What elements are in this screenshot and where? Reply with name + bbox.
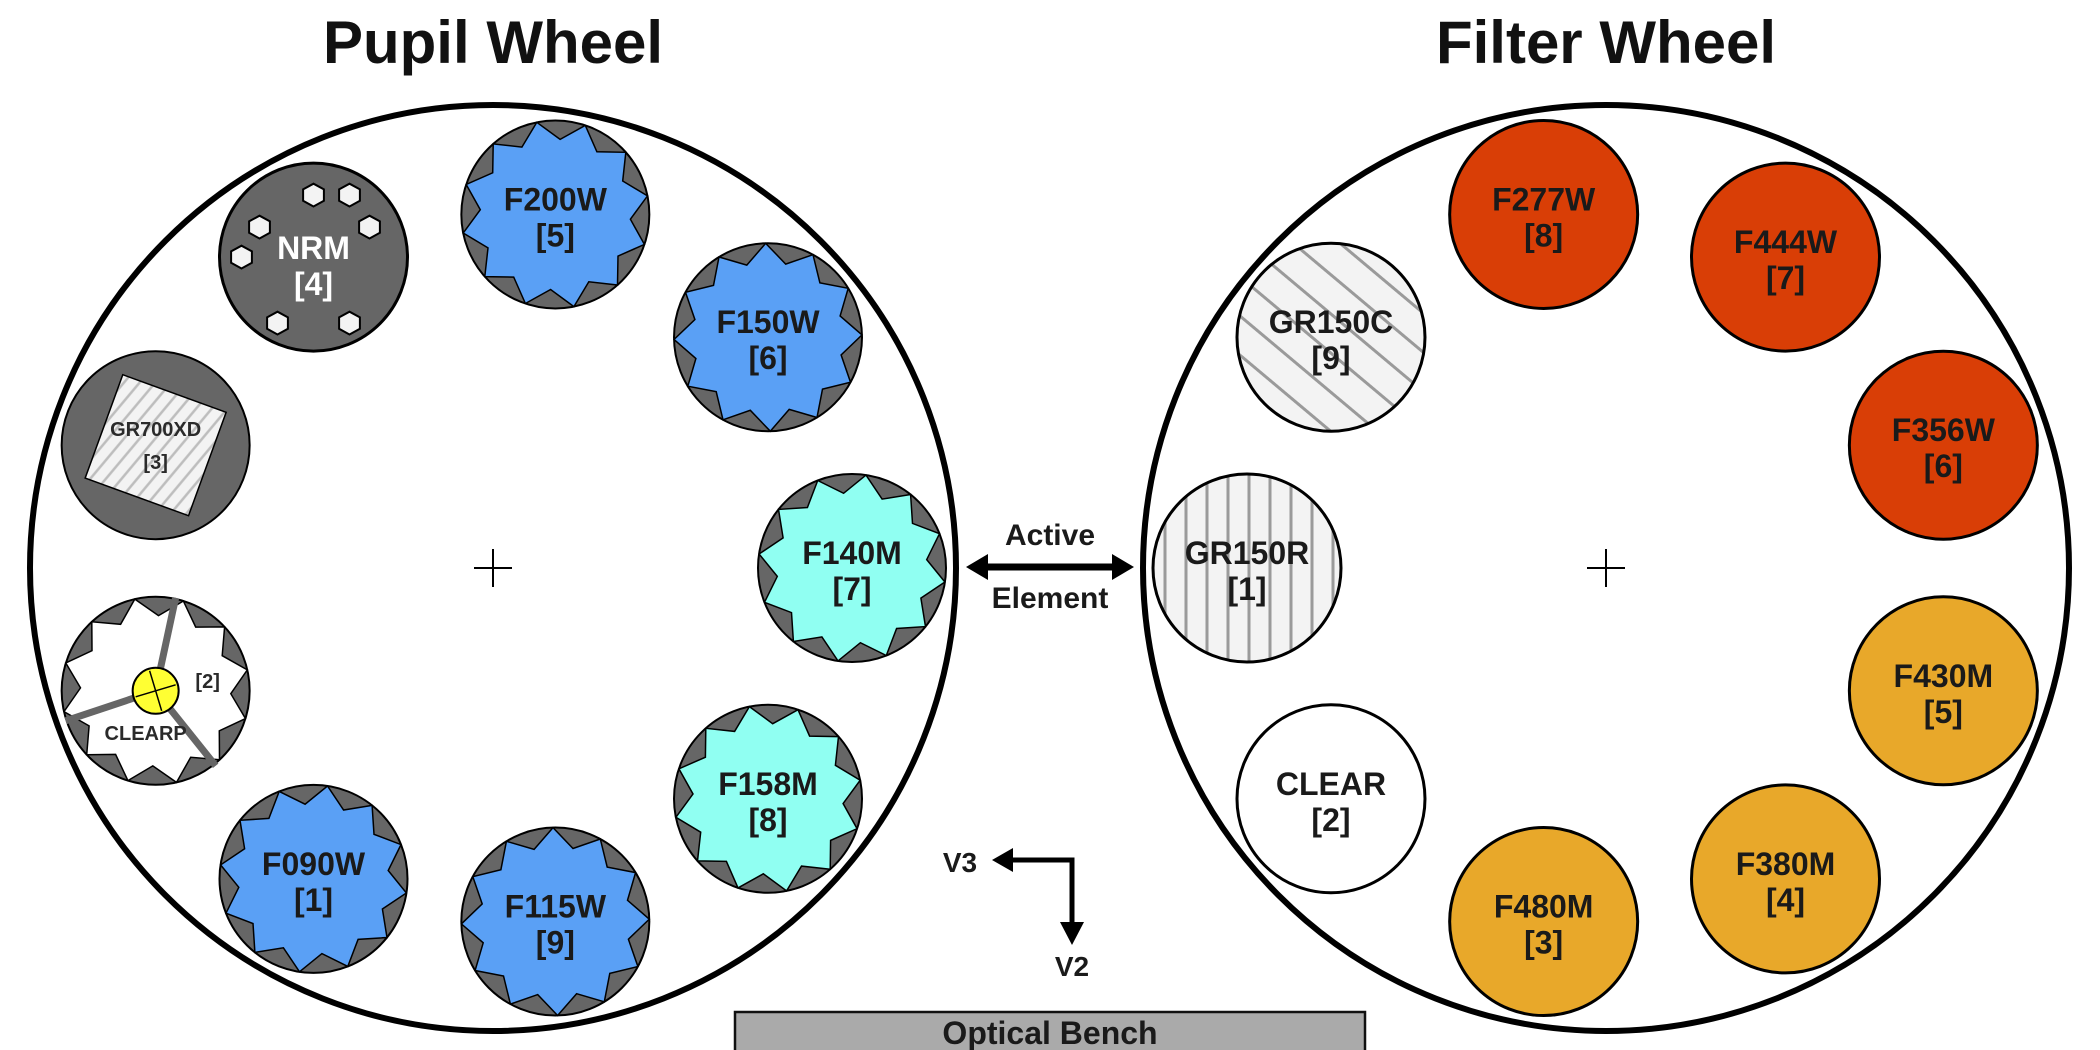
v2-arrow-head-icon	[1060, 922, 1084, 945]
element-name-label: F200W	[504, 181, 608, 217]
pupil-wheel-title: Pupil Wheel	[323, 9, 663, 76]
pupil-element-f140m[interactable]: F140M[7]	[757, 473, 947, 663]
arrow-right-head-icon	[1112, 554, 1134, 580]
element-slot-label: [8]	[1524, 217, 1563, 253]
pupil-element-f158m[interactable]: F158M[8]	[673, 703, 864, 894]
element-name-label: F356W	[1892, 412, 1996, 448]
element-name-label: F277W	[1492, 181, 1596, 217]
optical-bench-label: Optical Bench	[942, 1015, 1157, 1050]
filter-glass	[219, 784, 408, 973]
v2-v3-axes: V3 V2	[943, 847, 1089, 982]
nrm-hole-icon	[266, 310, 289, 336]
v3-arrow-head-icon	[992, 848, 1013, 872]
element-name-label: F380M	[1736, 846, 1836, 882]
filter-disc	[1448, 826, 1640, 1018]
v2-axis-label: V2	[1055, 951, 1089, 982]
element-name-label: CLEAR	[1276, 766, 1386, 802]
element-slot-label: [6]	[1924, 448, 1963, 484]
pupil-element-gr700xd[interactable]: GR700XD [3]	[60, 350, 251, 541]
element-slot-label: [5]	[536, 217, 575, 253]
filter-disc	[1690, 161, 1881, 353]
nrm-hole-icon	[338, 310, 361, 336]
filter-glass	[462, 121, 649, 308]
pupil-wheel-center-cross	[474, 549, 512, 587]
element-slot-label: [2]	[195, 671, 219, 693]
element-slot-label: [9]	[1311, 340, 1350, 376]
filter-element-gr150c[interactable]: GR150C[9]	[1235, 241, 1427, 433]
pupil-element-f115w[interactable]: F115W[9]	[460, 826, 651, 1017]
lens-crosshair	[148, 670, 163, 712]
nrm-hole-icon	[248, 214, 271, 240]
filter-element-clear[interactable]: CLEAR[2]	[1235, 703, 1427, 895]
filter-wheel-title: Filter Wheel	[1436, 9, 1776, 76]
filter-element-f356w[interactable]: F356W[6]	[1847, 349, 2039, 541]
filter-glass	[757, 473, 947, 663]
pupil-element-f150w[interactable]: F150W[6]	[672, 242, 864, 433]
active-element-indicator: Active Element	[966, 519, 1134, 615]
filter-glass	[460, 826, 651, 1017]
active-element-label-line2: Element	[992, 582, 1109, 615]
element-name-label: GR700XD	[110, 419, 201, 441]
element-name-label: F444W	[1734, 224, 1838, 260]
nrm-hole-icon	[302, 182, 325, 208]
nrm-hole-icon	[338, 182, 361, 208]
filter-disc	[1690, 783, 1881, 975]
filter-element-f380m[interactable]: F380M[4]	[1690, 783, 1881, 975]
optical-bench-bar	[733, 1010, 1367, 1050]
active-element-label-line1: Active	[1005, 519, 1095, 552]
optical-bench: Optical Bench	[733, 1010, 1367, 1050]
v3-axis-label: V3	[943, 847, 977, 878]
element-slot-label: [7]	[832, 571, 871, 607]
axes-lines	[1011, 857, 1075, 925]
filter-disc	[1448, 118, 1640, 310]
filter-disc	[1235, 241, 1427, 433]
element-name-label: F090W	[262, 846, 366, 882]
element-slot-label: [1]	[294, 882, 333, 918]
filter-disc	[1847, 595, 2039, 787]
filter-element-f277w[interactable]: F277W[8]	[1448, 118, 1640, 310]
filter-element-f480m[interactable]: F480M[3]	[1448, 826, 1640, 1018]
element-slot-label: [4]	[294, 266, 333, 302]
element-name-label: NRM	[277, 230, 350, 266]
grism-prism	[84, 373, 228, 517]
element-slot-label: [8]	[748, 802, 787, 838]
pupil-element-f200w[interactable]: F200W[5]	[460, 119, 651, 310]
pupil-element-f090w[interactable]: F090W[1]	[218, 783, 409, 974]
pupil-wheel: F140M[7]F150W[6]F200W[5]NRM[4]GR700XD[3]…	[27, 102, 959, 1034]
element-slot-label: [3]	[1524, 925, 1563, 961]
filter-wheel: GR150R[1]GR150C[9]F277W[8]F444W[7]F356W[…	[1140, 102, 2072, 1034]
element-name-label: GR150R	[1185, 535, 1310, 571]
arrow-left-head-icon	[966, 554, 988, 580]
nrm-mask	[218, 161, 409, 353]
filter-disc	[1847, 349, 2039, 541]
element-name-label: GR150C	[1269, 304, 1394, 340]
element-name-label: CLEARP	[105, 723, 187, 745]
filter-disc	[1151, 472, 1343, 664]
element-slot-label: [9]	[536, 925, 575, 961]
element-name-label: F140M	[802, 535, 902, 571]
filter-element-f444w[interactable]: F444W[7]	[1690, 161, 1881, 353]
element-slot-label: [5]	[1924, 694, 1963, 730]
element-slot-label: [1]	[1227, 571, 1266, 607]
filter-wheel-center-cross	[1587, 549, 1625, 587]
element-slot-label: [2]	[1311, 802, 1350, 838]
pupil-element-nrm[interactable]: NRM[4]	[218, 161, 409, 353]
element-name-label: F480M	[1494, 889, 1594, 925]
pupil-element-clearp[interactable]: CLEARP [2]	[60, 595, 251, 786]
element-name-label: F115W	[505, 889, 607, 925]
filter-glass	[674, 705, 862, 892]
filter-element-gr150r[interactable]: GR150R[1]	[1151, 472, 1343, 664]
element-name-label: F150W	[716, 304, 820, 340]
filter-disc	[1235, 703, 1427, 895]
nrm-hole-icon	[358, 214, 381, 240]
filter-glass	[672, 242, 864, 433]
element-slot-label: [7]	[1766, 260, 1805, 296]
element-name-label: F430M	[1894, 658, 1994, 694]
filter-element-f430m[interactable]: F430M[5]	[1847, 595, 2039, 787]
element-slot-label: [6]	[748, 340, 787, 376]
nrm-hole-icon	[230, 244, 253, 270]
element-name-label: F158M	[718, 766, 818, 802]
element-slot-label: [3]	[143, 452, 167, 474]
element-slot-label: [4]	[1766, 882, 1805, 918]
